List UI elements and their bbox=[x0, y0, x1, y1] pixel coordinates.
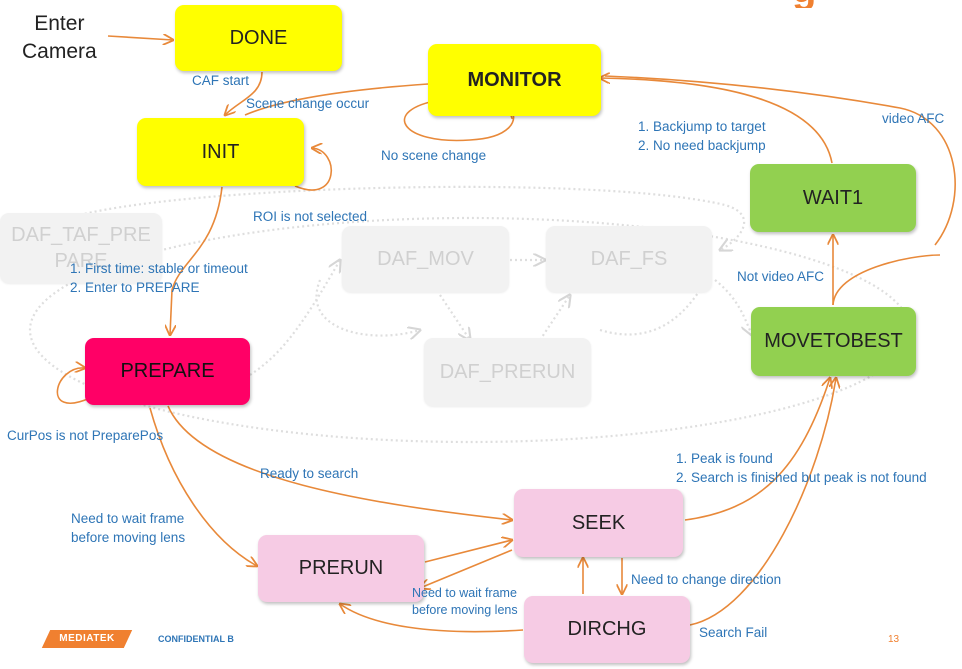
label-peak-2: 2. Search is finished but peak is not fo… bbox=[676, 470, 927, 485]
edge-wait1-monitor bbox=[600, 78, 833, 164]
edge-movetobest-video bbox=[832, 254, 941, 306]
edge-monitor-loop bbox=[403, 99, 513, 142]
label-need-wait-left-2: before moving lens bbox=[71, 530, 186, 545]
edge-seek-prerun bbox=[420, 549, 513, 588]
daf-prerun-to-fs bbox=[539, 295, 570, 341]
label-need-change-direction: Need to change direction bbox=[631, 572, 782, 587]
edge-init-loop bbox=[294, 148, 332, 191]
daf-mov-to-prerun bbox=[439, 294, 470, 340]
state-seek: SEEK bbox=[514, 489, 683, 557]
daf-loop-bottom bbox=[315, 279, 420, 336]
label-search-fail: Search Fail bbox=[699, 625, 768, 640]
entry-text: Enter Camera bbox=[22, 10, 97, 66]
state-daf-fs: DAF_FS bbox=[546, 226, 712, 292]
label-need-wait-bottom-1: Need to wait frame bbox=[412, 586, 517, 600]
state-prepare: PREPARE bbox=[85, 338, 250, 405]
label-first-time-2: 2. Enter to PREPARE bbox=[70, 280, 200, 295]
label-need-wait-bottom: Need to wait frame before moving lens bbox=[412, 585, 518, 619]
edge-video-afc bbox=[604, 75, 956, 246]
edge-prepare-loop bbox=[56, 368, 91, 405]
entry-line-1: Enter bbox=[34, 12, 85, 35]
label-backjump: 1. Backjump to target 2. No need backjum… bbox=[638, 117, 766, 155]
state-daf-taf-prepare: DAF_TAF_PRE PARE bbox=[0, 213, 162, 283]
label-need-wait-left: Need to wait frame before moving lens bbox=[71, 509, 185, 547]
state-daf-mov: DAF_MOV bbox=[342, 226, 509, 292]
label-need-wait-bottom-2: before moving lens bbox=[412, 603, 518, 617]
edge-seek-movetobest bbox=[684, 378, 830, 521]
label-scene-change: Scene change occur bbox=[246, 96, 370, 111]
edge-prerun-seek bbox=[424, 540, 512, 563]
label-need-wait-left-1: Need to wait frame bbox=[71, 511, 185, 526]
entry-line-2: Camera bbox=[22, 40, 97, 63]
edge-done-init bbox=[225, 71, 263, 115]
confidential-mark: CONFIDENTIAL B bbox=[158, 634, 234, 644]
page-number: 13 bbox=[888, 634, 900, 645]
label-peak-1: 1. Peak is found bbox=[676, 451, 773, 466]
mediatek-logo: MEDIATEK bbox=[41, 630, 133, 648]
label-roi-not-selected: ROI is not selected bbox=[253, 209, 368, 224]
slide-title-fragment: g bbox=[792, 0, 832, 8]
label-video-afc: video AFC bbox=[882, 111, 945, 126]
state-done: DONE bbox=[175, 5, 342, 71]
label-ready-to-search: Ready to search bbox=[260, 466, 359, 481]
label-backjump-1: 1. Backjump to target bbox=[638, 119, 766, 134]
edge-prepare-seek bbox=[167, 405, 512, 520]
edge-monitor-init bbox=[244, 83, 429, 116]
label-no-scene-change: No scene change bbox=[381, 148, 487, 163]
label-not-video-afc: Not video AFC bbox=[737, 269, 825, 284]
edge-prepare-prerun bbox=[149, 407, 257, 566]
label-peak: 1. Peak is found 2. Search is finished b… bbox=[676, 449, 927, 487]
daf-loop-bottom-right bbox=[599, 289, 701, 336]
state-wait1: WAIT1 bbox=[750, 164, 916, 232]
state-monitor: MONITOR bbox=[428, 44, 601, 116]
edge-dirchg-prerun bbox=[340, 604, 524, 633]
label-curpos: CurPos is not PreparePos bbox=[7, 428, 164, 443]
daf-arc-left bbox=[249, 260, 340, 376]
state-movetobest: MOVETOBEST bbox=[751, 307, 916, 376]
state-prerun: PRERUN bbox=[258, 535, 424, 602]
edge-dirchg-movetobest bbox=[689, 378, 836, 626]
label-first-time-1: 1. First time: stable or timeout bbox=[70, 261, 248, 276]
state-dirchg: DIRCHG bbox=[524, 596, 690, 663]
state-init: INIT bbox=[137, 118, 304, 186]
daf-arc-upper bbox=[79, 185, 746, 250]
edge-init-prepare bbox=[170, 186, 223, 335]
edge-enter-done bbox=[107, 36, 173, 40]
label-first-time: 1. First time: stable or timeout 2. Ente… bbox=[70, 259, 248, 297]
state-daf-prerun: DAF_PRERUN bbox=[424, 338, 591, 406]
label-backjump-2: 2. No need backjump bbox=[638, 138, 766, 153]
daf-fs-to-movetobest bbox=[714, 279, 752, 335]
label-caf-start: CAF start bbox=[192, 73, 250, 88]
